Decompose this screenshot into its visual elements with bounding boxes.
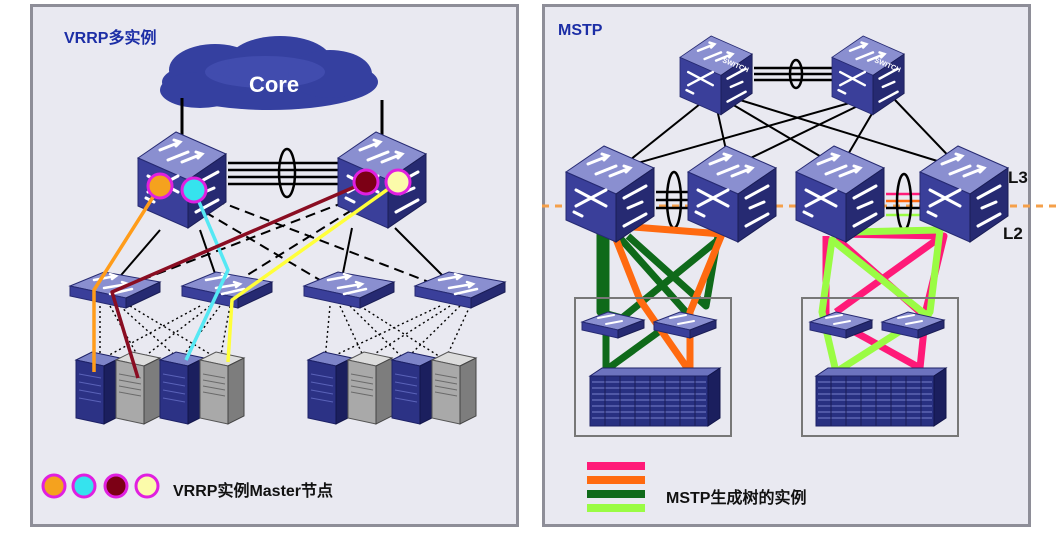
vrrp-server-3 <box>159 351 205 425</box>
mstp-server-group-right <box>801 297 959 437</box>
vrrp-server-4 <box>199 351 245 425</box>
mstp-right-instance-paths <box>818 226 948 376</box>
mstp-core-interlink <box>754 58 836 90</box>
mstp-core-switch-right <box>830 34 906 116</box>
mstp-right-path-pink-a <box>822 230 948 372</box>
mstp-right-path-pink-c <box>833 233 945 315</box>
mstp-left-instance-paths <box>596 222 726 376</box>
vrrp-legend-label: VRRP实例Master节点 <box>173 483 334 500</box>
mstp-panel-title: MSTP <box>558 22 603 39</box>
core-cloud <box>160 36 378 110</box>
vrrp-master-darkred <box>352 168 380 196</box>
vrrp-server-2 <box>115 351 161 425</box>
vrrp-path-yellow <box>226 180 400 363</box>
mstp-left-path-orange <box>610 222 726 376</box>
vrrp-access-switch-2 <box>180 270 274 310</box>
mstp-agg-switch-2 <box>686 144 778 244</box>
mstp-access-switch-1 <box>581 311 645 339</box>
vrrp-server-1 <box>75 351 121 425</box>
vrrp-legend-orange <box>41 473 67 499</box>
mstp-legend-orange <box>587 476 645 484</box>
vrrp-legend-darkred <box>103 473 129 499</box>
mstp-legend-pink <box>587 462 645 470</box>
vrrp-path-darkred <box>110 180 367 379</box>
vrrp-access-switch-3 <box>302 270 396 310</box>
mstp-left-path-green-b <box>602 235 690 374</box>
vrrp-master-orange <box>146 172 174 200</box>
layer3-label: L3 <box>1008 168 1028 187</box>
vrrp-legend-cyan <box>71 473 97 499</box>
layer2-label: L2 <box>1003 224 1023 243</box>
vrrp-legend-markers <box>41 473 160 499</box>
vrrp-server-7 <box>391 351 437 425</box>
vrrp-legend-yellow <box>134 473 160 499</box>
mstp-legend-green <box>587 490 645 498</box>
mstp-agg-switch-3 <box>794 144 886 244</box>
vrrp-instance-paths <box>92 180 400 379</box>
agg-access-links <box>109 227 456 289</box>
vrrp-path-orange <box>92 185 162 372</box>
access-server-links <box>99 305 471 361</box>
vrrp-access-switch-4 <box>413 270 507 310</box>
router-interlink <box>228 147 342 199</box>
vrrp-path-cyan <box>184 189 230 361</box>
vrrp-panel-title: VRRP多实例 <box>64 30 157 47</box>
vrrp-master-yellow <box>384 168 412 196</box>
vrrp-server-5 <box>307 351 353 425</box>
mstp-legend-bars <box>587 462 645 512</box>
core-uplinks <box>180 98 384 140</box>
vrrp-server-8 <box>431 351 477 425</box>
mstp-agg-interlinks-right <box>886 172 924 232</box>
mstp-legend-lime <box>587 504 645 512</box>
mstp-server-rack-right <box>815 367 947 427</box>
vrrp-master-markers <box>146 168 412 204</box>
vrrp-master-cyan <box>180 176 208 204</box>
core-label: Core <box>249 72 299 97</box>
mstp-core-links <box>619 99 961 169</box>
mstp-legend-label: MSTP生成树的实例 <box>666 490 807 507</box>
mstp-server-rack-left <box>589 367 721 427</box>
vrrp-server-6 <box>347 351 393 425</box>
mstp-core-switch-left <box>678 34 754 116</box>
mstp-server-group-left <box>574 297 732 437</box>
